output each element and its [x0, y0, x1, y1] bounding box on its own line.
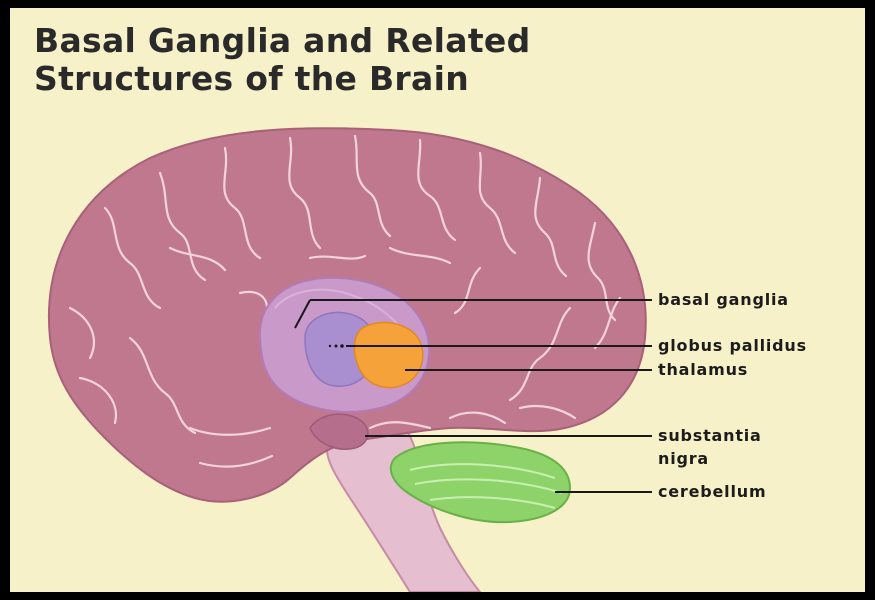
label-substantia: substantia [658, 425, 762, 447]
label-basal-ganglia: basal ganglia [658, 289, 789, 311]
label-nigra: nigra [658, 448, 709, 470]
label-globus-pallidus: globus pallidus [658, 335, 807, 357]
diagram-frame: Basal Ganglia and Related Structures of … [10, 8, 865, 592]
label-cerebellum: cerebellum [658, 481, 766, 503]
thalamus [354, 322, 422, 387]
label-thalamus: thalamus [658, 359, 748, 381]
